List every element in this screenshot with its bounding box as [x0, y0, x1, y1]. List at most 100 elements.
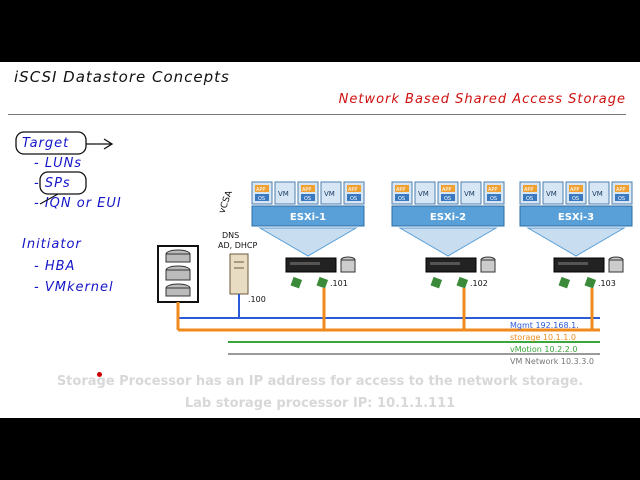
esxi-name: ESXi-1	[290, 212, 326, 223]
vm-label: VM	[546, 190, 557, 198]
os-icon	[395, 194, 409, 201]
vm-label: VM	[418, 190, 429, 198]
initiator-item-hba: - HBA	[34, 259, 76, 274]
app-label: APP	[488, 187, 497, 193]
vcsa-label: vCSA	[217, 189, 235, 215]
os-label: OS	[572, 196, 579, 202]
vm-tile	[320, 181, 342, 205]
app-icon	[347, 185, 361, 192]
app-icon	[301, 185, 315, 192]
nic-icon	[316, 276, 329, 289]
os-label: OS	[350, 196, 357, 202]
os-icon	[487, 194, 501, 201]
ad-dhcp-label: AD, DHCP	[218, 241, 257, 250]
host-ip-label: .102	[470, 279, 488, 288]
os-icon	[301, 194, 315, 201]
hypervisor-funnel	[526, 227, 626, 257]
os-label: OS	[526, 196, 533, 202]
pointer-dot	[97, 372, 102, 377]
concept-initiator: Initiator	[22, 237, 82, 252]
local-disk-body	[608, 259, 624, 273]
os-icon	[255, 194, 269, 201]
host-ip-label: .101	[330, 279, 348, 288]
network-label-vmotion: vMotion 10.2.2.0	[510, 345, 577, 354]
dns-label: DNS	[222, 231, 239, 240]
host-ip-label: .103	[598, 279, 616, 288]
esxi-banner	[251, 205, 365, 227]
network-diagram: Mgmt 192.168.1. storage 10.1.1.0 vMotion…	[15, 131, 633, 366]
app-label: APP	[348, 187, 357, 193]
hypervisor-funnel	[398, 227, 498, 257]
network-label-vmnetwork: VM Network 10.3.3.0	[510, 357, 594, 366]
server-bay	[430, 262, 460, 265]
vm-label: VM	[324, 190, 335, 198]
app-label: APP	[256, 187, 265, 193]
os-icon	[441, 194, 455, 201]
slide-subtitle: Network Based Shared Access Storage	[338, 92, 626, 107]
os-icon	[615, 194, 629, 201]
nic-icon	[558, 276, 571, 289]
sps-arrow-icon	[39, 193, 59, 205]
sps-circle	[39, 171, 87, 195]
target-item-luns: - LUNs	[34, 156, 83, 171]
os-label: OS	[398, 196, 405, 202]
slide: iSCSI Datastore Concepts Network Based S…	[0, 62, 640, 418]
app-label: APP	[442, 187, 451, 193]
vm-label: VM	[278, 190, 289, 198]
esxi-name: ESXi-3	[558, 212, 594, 223]
vm-tile	[542, 181, 564, 205]
concept-target: Target	[22, 136, 70, 151]
target-circle	[15, 131, 87, 155]
target-item-iqn: - IQN or EUI	[34, 196, 122, 211]
os-label: OS	[304, 196, 311, 202]
network-label-mgmt: Mgmt 192.168.1.	[510, 321, 579, 330]
vm-tile	[414, 181, 436, 205]
app-icon	[487, 185, 501, 192]
nic-icon	[456, 276, 469, 289]
local-disk-body	[480, 259, 496, 273]
target-item-sps: - SPs	[34, 176, 71, 191]
server-bay	[558, 262, 588, 265]
vm-label: VM	[592, 190, 603, 198]
os-label: OS	[258, 196, 265, 202]
os-icon	[569, 194, 583, 201]
initiator-item-vmkernel: - VMkernel	[34, 280, 114, 295]
vm-tile	[460, 181, 482, 205]
app-icon	[615, 185, 629, 192]
slide-title: iSCSI Datastore Concepts	[14, 68, 230, 86]
vm-label: VM	[464, 190, 475, 198]
hypervisor-funnel	[258, 227, 358, 257]
esxi-banner	[519, 205, 633, 227]
nic-icon	[584, 276, 597, 289]
nic-icon	[430, 276, 443, 289]
app-icon	[569, 185, 583, 192]
nic-icon	[290, 276, 303, 289]
caption-line-1: Storage Processor has an IP address for …	[56, 374, 584, 389]
app-label: APP	[616, 187, 625, 193]
esxi-banner	[391, 205, 505, 227]
arrow-icon	[86, 138, 114, 150]
app-icon	[441, 185, 455, 192]
app-label: APP	[302, 187, 311, 193]
app-label: APP	[396, 187, 405, 193]
os-label: OS	[618, 196, 625, 202]
os-label: OS	[444, 196, 451, 202]
title-divider	[8, 114, 626, 115]
server-bay	[290, 262, 320, 265]
app-label: APP	[570, 187, 579, 193]
app-label: APP	[524, 187, 533, 193]
local-disk-body	[340, 259, 356, 273]
server-icon	[229, 253, 249, 295]
os-icon	[523, 194, 537, 201]
os-label: OS	[490, 196, 497, 202]
esxi-host-1: APP OS VM APP OS VM APP OS ESXi-1 .101	[251, 181, 365, 330]
app-icon	[395, 185, 409, 192]
caption-line-2: Lab storage processor IP: 10.1.1.111	[184, 396, 456, 411]
vm-tile	[588, 181, 610, 205]
os-icon	[347, 194, 361, 201]
network-label-storage: storage 10.1.1.0	[510, 333, 576, 342]
app-icon	[255, 185, 269, 192]
database-icon	[165, 249, 191, 297]
vm-tile	[274, 181, 296, 205]
